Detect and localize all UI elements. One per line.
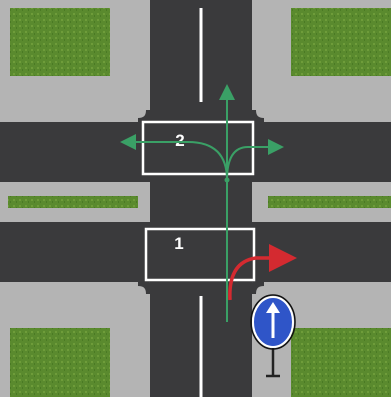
path-junction-point: [224, 177, 230, 183]
corner-curb-se: [248, 278, 265, 295]
grass-bottom-left: [10, 328, 110, 397]
zone-label-1: 1: [174, 234, 183, 253]
grass-top-right: [291, 8, 391, 76]
zone-label-2: 2: [175, 131, 184, 150]
right-turn-path-arrow: [226, 139, 284, 181]
forbidden-right-turn-arrow: [228, 244, 297, 301]
median-grass-left: [8, 196, 138, 208]
corner-curb-sw: [137, 278, 154, 295]
grass-bottom-right: [291, 328, 391, 397]
go-straight-only-sign-icon: [250, 294, 296, 378]
grass-top-left: [10, 8, 110, 76]
corner-curb-ne: [248, 109, 265, 126]
median-grass-right: [268, 196, 391, 208]
corner-curb-nw: [137, 109, 154, 126]
zone-box-1: [144, 227, 256, 282]
